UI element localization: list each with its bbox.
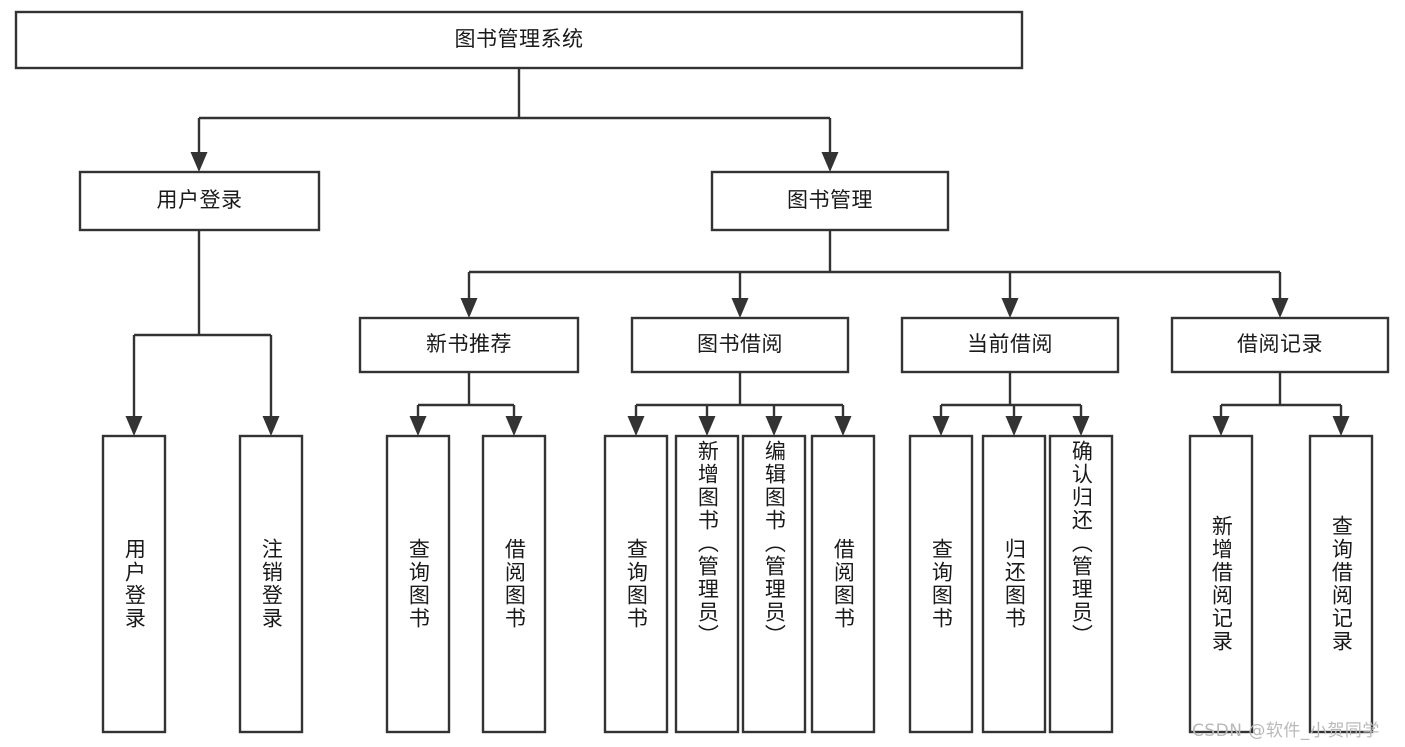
edge-userlogin-leaf-1-head [262,416,280,436]
node-box-leaf-add-book[interactable] [674,434,740,734]
node-box-leaf-query-book-2[interactable] [603,434,669,734]
node-box-borrow-record[interactable] [1170,316,1390,374]
edge-book-borrow-leaf-2-head [765,416,783,436]
connectors-layer [125,68,1350,436]
edge-bookmgmt-to-new-book-recommend-head [460,298,478,318]
node-box-new-book-recommend[interactable] [358,316,580,374]
node-box-root[interactable] [14,10,1024,70]
node-box-leaf-edit-book[interactable] [741,434,807,734]
node-box-leaf-user-login[interactable] [101,434,167,734]
edge-bookmgmt-to-current-borrow-head [1001,298,1019,318]
edge-borrow-record-leaf-1-head [1332,416,1350,436]
edge-bookmgmt-to-book-borrow-head [731,298,749,318]
node-box-book-management[interactable] [710,170,950,232]
node-box-leaf-return-book[interactable] [981,434,1047,734]
edge-userlogin-leaf-0-head [125,416,143,436]
node-boxes-layer [14,10,1390,734]
node-box-leaf-query-book-3[interactable] [908,434,974,734]
node-box-leaf-borrow-book-1[interactable] [481,434,547,734]
node-box-user-login[interactable] [78,170,321,232]
node-box-leaf-confirm-return[interactable] [1048,434,1114,734]
edge-bookmgmt-to-borrow-record-head [1271,298,1289,318]
edge-root-to-user-login-head [190,152,208,172]
edge-book-borrow-leaf-1-head [698,416,716,436]
node-box-leaf-query-record[interactable] [1308,434,1374,734]
edge-book-borrow-leaf-0-head [627,416,645,436]
node-box-leaf-query-book-1[interactable] [385,434,451,734]
edge-current-borrow-leaf-1-head [1005,416,1023,436]
node-box-current-borrow[interactable] [900,316,1120,374]
edge-root-to-book-management-head [821,152,839,172]
edge-new-book-recommend-leaf-0-head [409,416,427,436]
node-box-leaf-add-record[interactable] [1188,434,1254,734]
edge-new-book-recommend-leaf-1-head [505,416,523,436]
node-box-leaf-borrow-book-2[interactable] [810,434,876,734]
node-box-book-borrow[interactable] [630,316,850,374]
edge-current-borrow-leaf-0-head [932,416,950,436]
edge-book-borrow-leaf-3-head [834,416,852,436]
edge-borrow-record-leaf-0-head [1212,416,1230,436]
edge-current-borrow-leaf-2-head [1072,416,1090,436]
node-box-leaf-logout[interactable] [238,434,304,734]
